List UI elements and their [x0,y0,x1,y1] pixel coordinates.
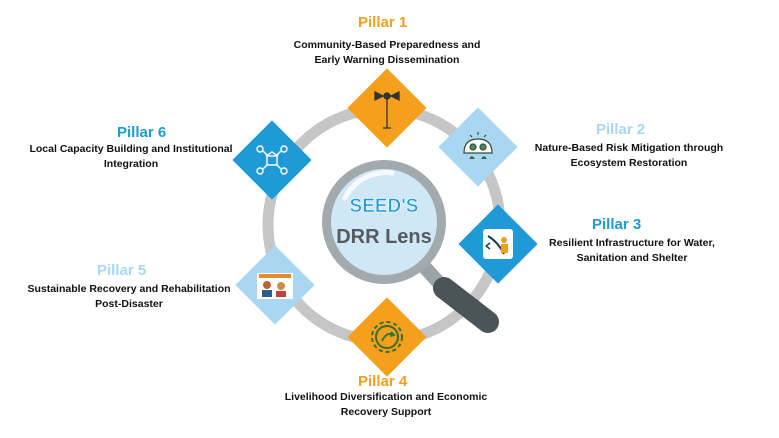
recovery-workers-icon [257,273,293,299]
pillar-2-node [438,107,518,187]
pillar-3-title: Pillar 3 [592,216,642,233]
infrastructure-shield-icon [483,229,513,259]
institution-network-icon [256,145,288,175]
pillar-3-node [458,204,538,284]
pillar-3-line1: Resilient Infrastructure for Water, [549,237,715,249]
pillar-4-title: Pillar 4 [358,373,408,390]
pillar-4-line1: Livelihood Diversification and Economic [284,391,488,403]
pillar-3-line2: Sanitation and Shelter [576,252,688,264]
magnifier-lens: SEED'S DRR Lens [322,160,446,284]
pillar-6-description: Local Capacity Building and Institutiona… [14,142,248,172]
pillar-6-title: Pillar 6 [117,124,167,141]
pillar-5-line2: Post-Disaster [95,298,163,310]
pillar-1-node [347,68,427,148]
pillar-3-description: Resilient Infrastructure for Water, Sani… [534,236,730,266]
nature-ecosystem-icon [463,132,493,160]
siren-tower-icon [374,90,400,129]
pillar-6-line1: Local Capacity Building and Institutiona… [29,143,233,155]
pillar-2-description: Nature-Based Risk Mitigation through Eco… [514,141,744,171]
pillar-4-node [347,297,427,377]
pillar-5-node [235,245,315,325]
pillar-1-line2: Early Warning Dissemination [314,54,460,66]
lens-title-line2: DRR Lens [336,226,432,248]
pillar-4-description: Livelihood Diversification and Economic … [268,390,504,420]
pillar-2-line1: Nature-Based Risk Mitigation through [534,142,724,154]
pillar-2-line2: Ecosystem Restoration [570,157,688,169]
gear-growth-icon [371,321,403,353]
pillar-5-line1: Sustainable Recovery and Rehabilitation [27,283,231,295]
lens-title-line1: SEED'S [350,196,419,217]
pillar-6-line2: Integration [103,158,159,170]
pillar-1-description: Community-Based Preparedness and Early W… [260,38,514,68]
pillar-5-title: Pillar 5 [97,262,147,279]
pillar-5-description: Sustainable Recovery and Rehabilitation … [12,282,246,312]
pillar-1-title: Pillar 1 [358,14,408,31]
pillar-1-line1: Community-Based Preparedness and [293,39,481,51]
pillar-2-title: Pillar 2 [596,121,646,138]
pillar-4-line2: Recovery Support [340,406,432,418]
